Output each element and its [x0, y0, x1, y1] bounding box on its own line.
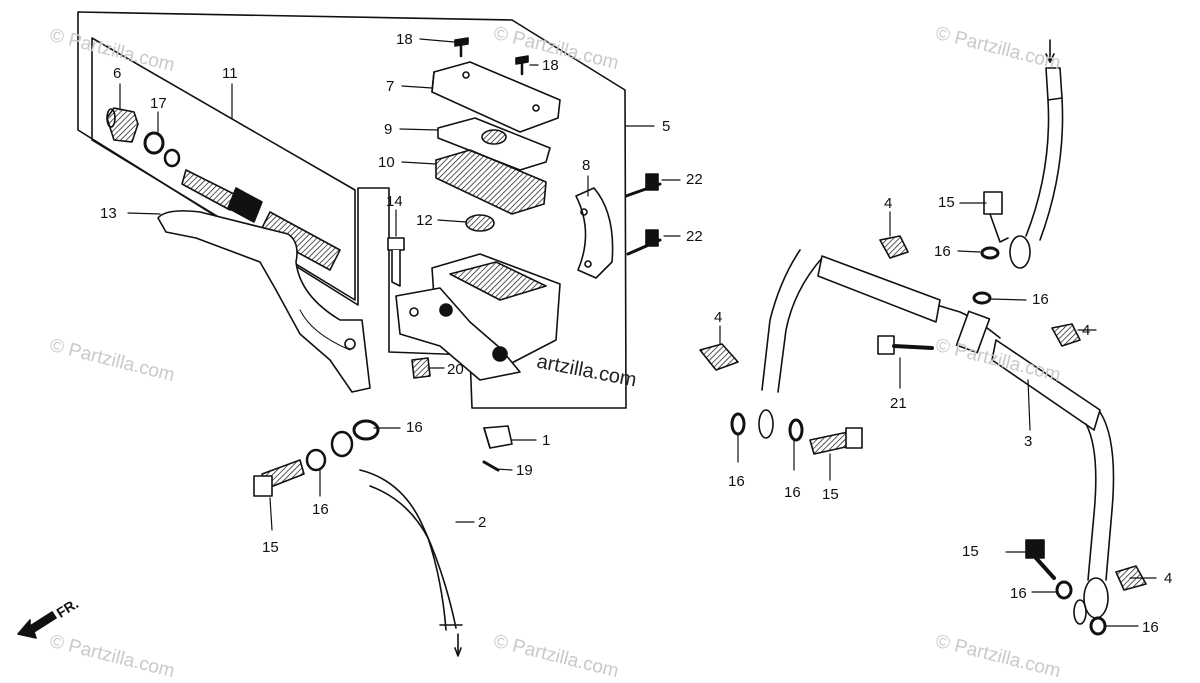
- part-21-bolt: [877, 335, 934, 355]
- callout-5: 5: [662, 118, 671, 135]
- master-cylinder-body: [395, 253, 561, 381]
- callout-14: 14: [386, 193, 403, 210]
- part-12-seal: [465, 214, 495, 232]
- callout-4: 4: [1164, 570, 1173, 587]
- part-17-circlip: [143, 131, 165, 155]
- part-8-clamp: [575, 187, 614, 279]
- callout-16: 16: [784, 484, 801, 501]
- part-7-reservoir-cover: [431, 61, 561, 133]
- part-6-boot: [106, 107, 139, 143]
- callout-15: 15: [962, 543, 979, 560]
- callout-16: 16: [406, 419, 423, 436]
- callout-16: 16: [1142, 619, 1159, 636]
- callout-8: 8: [582, 157, 591, 174]
- part-20-cap: [411, 357, 431, 379]
- callout-20: 20: [447, 361, 464, 378]
- callout-16: 16: [312, 501, 329, 518]
- part-2-lower-hose: [253, 419, 463, 657]
- callout-18: 18: [542, 57, 559, 74]
- callout-16: 16: [934, 243, 951, 260]
- part-16-washers: [730, 246, 1107, 636]
- callout-19: 19: [516, 462, 533, 479]
- leader-lines: [119, 38, 1157, 627]
- part-14-pin: [387, 237, 405, 287]
- callout-10: 10: [378, 154, 395, 171]
- part-13-lever: [157, 210, 371, 393]
- callout-6: 6: [113, 65, 122, 82]
- part-11-piston: [181, 169, 341, 271]
- callout-17: 17: [150, 95, 167, 112]
- piston-kit-outline-11: [91, 37, 356, 301]
- callout-21: 21: [890, 395, 907, 412]
- callout-9: 9: [384, 121, 393, 138]
- callout-22: 22: [686, 228, 703, 245]
- callout-7: 7: [386, 78, 395, 95]
- part-9-plate: [437, 117, 551, 171]
- callout-15: 15: [262, 539, 279, 556]
- part-15-bolts: [809, 191, 1056, 580]
- callout-4: 4: [714, 309, 723, 326]
- callout-22: 22: [686, 171, 703, 188]
- callout-18: 18: [396, 31, 413, 48]
- part-3-front-hose-system: [758, 39, 1115, 625]
- callout-15: 15: [938, 194, 955, 211]
- part-22-bolt: [624, 173, 662, 256]
- callout-12: 12: [416, 212, 433, 229]
- part-4-clamps: [699, 235, 1147, 591]
- assembly-outline-5: [77, 11, 627, 409]
- part-10-diaphragm: [435, 149, 547, 215]
- callout-15: 15: [822, 486, 839, 503]
- part-18-screw: [454, 37, 529, 76]
- callout-16: 16: [1010, 585, 1027, 602]
- callout-16: 16: [1032, 291, 1049, 308]
- callout-4: 4: [1082, 322, 1091, 339]
- callout-1: 1: [542, 432, 551, 449]
- callout-4: 4: [884, 195, 893, 212]
- callout-11: 11: [222, 65, 238, 82]
- callout-3: 3: [1024, 433, 1033, 450]
- callout-13: 13: [100, 205, 117, 222]
- callout-16: 16: [728, 473, 745, 490]
- callout-2: 2: [478, 514, 487, 531]
- front-direction-arrow: [17, 611, 57, 639]
